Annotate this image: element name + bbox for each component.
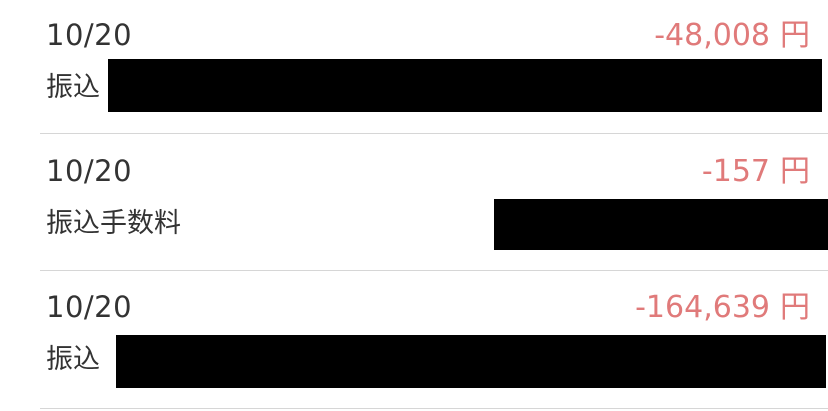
amount-value: -164,639 [635, 290, 770, 325]
row-divider [40, 133, 828, 134]
transaction-description: 振込手数料 [46, 208, 181, 239]
transaction-date: 10/20 [46, 154, 133, 188]
currency-label: 円 [780, 154, 810, 189]
currency-label: 円 [780, 290, 810, 325]
transaction-row[interactable]: 10/20 -164,639 円 振込 [0, 272, 828, 408]
transaction-row[interactable]: 10/20 -157 円 振込手数料 [0, 136, 828, 272]
row-divider [40, 270, 828, 271]
redacted-block [494, 199, 828, 250]
transaction-description: 振込 [46, 72, 100, 103]
transaction-amount: -48,008 円 [654, 17, 810, 55]
amount-value: -157 [701, 154, 770, 189]
transaction-amount: -157 円 [702, 153, 810, 191]
transaction-description: 振込 [46, 344, 100, 375]
transaction-amount: -164,639 円 [635, 289, 810, 327]
redacted-block [116, 335, 826, 388]
transaction-date: 10/20 [46, 290, 133, 324]
transaction-date: 10/20 [46, 18, 133, 52]
row-divider [40, 408, 828, 409]
currency-label: 円 [780, 18, 810, 53]
transaction-row[interactable]: 10/20 -48,008 円 振込 [0, 0, 828, 136]
redacted-block [108, 59, 822, 112]
amount-value: -48,008 [654, 18, 770, 53]
